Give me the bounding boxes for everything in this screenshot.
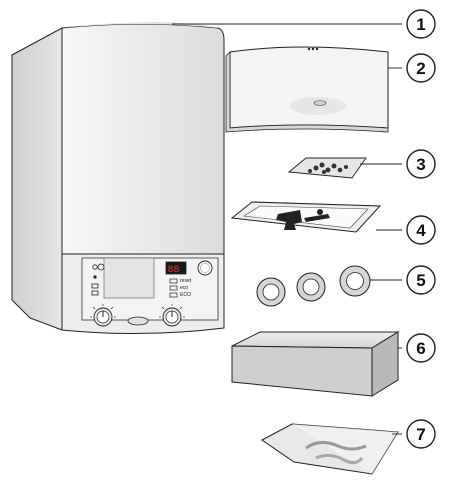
panel-label-eco-mode: ECO: [180, 292, 191, 298]
callout-7: 7: [406, 419, 436, 449]
brand-logo: [127, 316, 149, 326]
pressure-gauge-icon: [197, 260, 213, 276]
panel-label-eco: eco: [180, 285, 188, 291]
digital-display: [165, 261, 187, 275]
callout-label-1: 1: [416, 15, 425, 34]
boiler-front-casing: [61, 23, 225, 255]
callout-5: 5: [406, 265, 436, 295]
front-cover-panel: [225, 46, 389, 133]
documents-bag: [261, 423, 399, 475]
callout-3: 3: [406, 149, 436, 179]
callout-label-5: 5: [416, 271, 425, 290]
heating-knob-icon: [90, 304, 116, 327]
callout-label-2: 2: [416, 59, 425, 78]
callout-label-7: 7: [416, 425, 425, 444]
boiler-side-panel: [11, 27, 63, 331]
sealing-rings: [256, 265, 371, 307]
right-indicators: reset eco ECO: [169, 278, 192, 298]
callout-6: 6: [406, 333, 436, 363]
callout-4: 4: [406, 215, 436, 245]
boiler-unit: 88 reset eco ECO: [11, 22, 225, 335]
left-indicators: [91, 263, 105, 296]
hot-water-knob-icon: [159, 304, 185, 327]
callout-1: 1: [406, 9, 436, 39]
mounting-template: [230, 201, 382, 233]
callout-label-6: 6: [416, 339, 425, 358]
callout-label-3: 3: [416, 155, 425, 174]
display-readout: 88: [168, 265, 180, 276]
callout-label-4: 4: [416, 221, 426, 240]
panel-label-reset: reset: [180, 278, 192, 284]
fixings-bag: [287, 157, 367, 179]
callout-2: 2: [406, 53, 436, 83]
packaging-box: [231, 331, 400, 397]
